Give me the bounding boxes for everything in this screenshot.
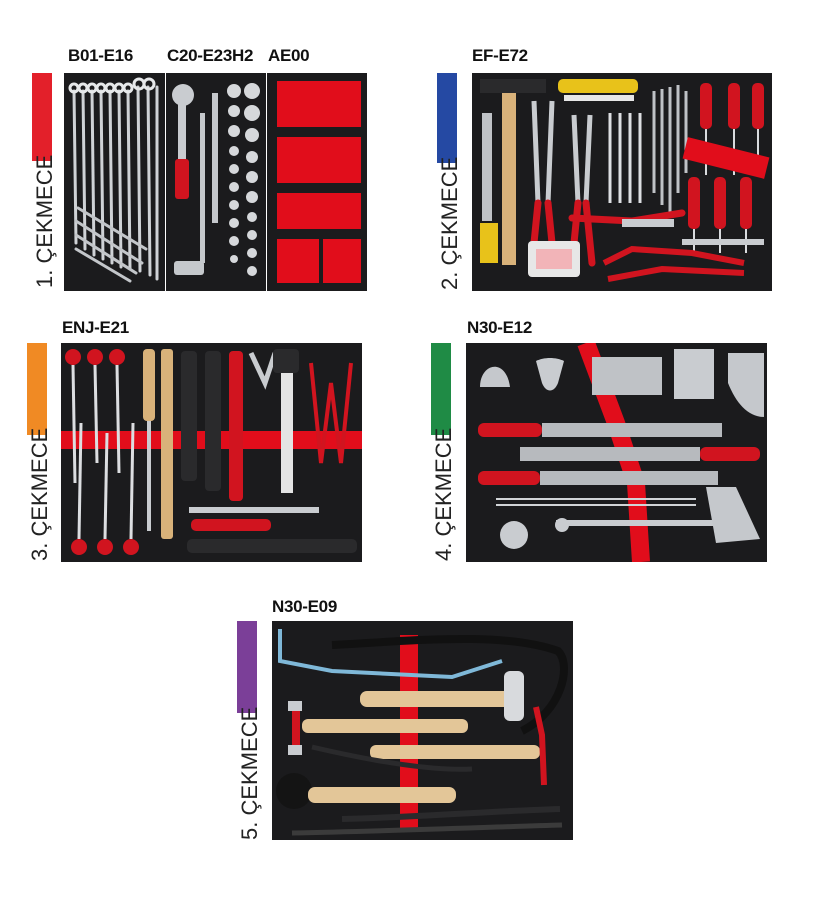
product-code-b01-e16: B01-E16 bbox=[68, 46, 133, 65]
product-code-ae00: AE00 bbox=[268, 46, 310, 65]
tray-ae00-empty-inserts bbox=[267, 73, 367, 291]
wrench-set-image bbox=[68, 77, 159, 283]
drawer-1-label: 1. ÇEKMECE bbox=[32, 154, 57, 288]
drawer-4-label: 4. ÇEKMECE bbox=[431, 427, 456, 561]
drawer-4-color-tab bbox=[431, 343, 451, 435]
hammers-and-pry-bars-image bbox=[276, 629, 568, 836]
drawer-3-color-tab bbox=[27, 343, 47, 435]
tray-n30-e12-dollies-and-files bbox=[466, 343, 767, 562]
drawer-1-color-tab bbox=[32, 73, 52, 161]
tray-ef-e72-mixed-tools bbox=[472, 73, 772, 291]
drawer-2-label: 2. ÇEKMECE bbox=[437, 156, 462, 290]
tray-c20-e23h2-sockets bbox=[166, 73, 266, 291]
product-code-ef-e72: EF-E72 bbox=[472, 46, 528, 65]
tray-b01-e16-wrenches bbox=[64, 73, 165, 291]
drawer-2-color-tab bbox=[437, 73, 457, 163]
drawer-5-label: 5. ÇEKMECE bbox=[237, 706, 262, 840]
drawer-3-label: 3. ÇEKMECE bbox=[27, 427, 52, 561]
product-code-c20-e23h2: C20-E23H2 bbox=[167, 46, 254, 65]
product-code-n30-e12: N30-E12 bbox=[467, 318, 532, 337]
body-repair-dollies-files-image bbox=[478, 343, 764, 562]
drawer-5-color-tab bbox=[237, 621, 257, 713]
injection-tools-image bbox=[61, 349, 362, 555]
socket-set-image bbox=[172, 83, 260, 276]
mixed-tools-image bbox=[480, 79, 770, 282]
product-code-n30-e09: N30-E09 bbox=[272, 597, 337, 616]
empty-insert-trays-image bbox=[277, 81, 361, 283]
product-code-enj-e21: ENJ-E21 bbox=[62, 318, 129, 337]
tray-n30-e09-hammers-and-bars bbox=[272, 621, 573, 840]
tray-enj-e21-injection-tools bbox=[61, 343, 362, 562]
